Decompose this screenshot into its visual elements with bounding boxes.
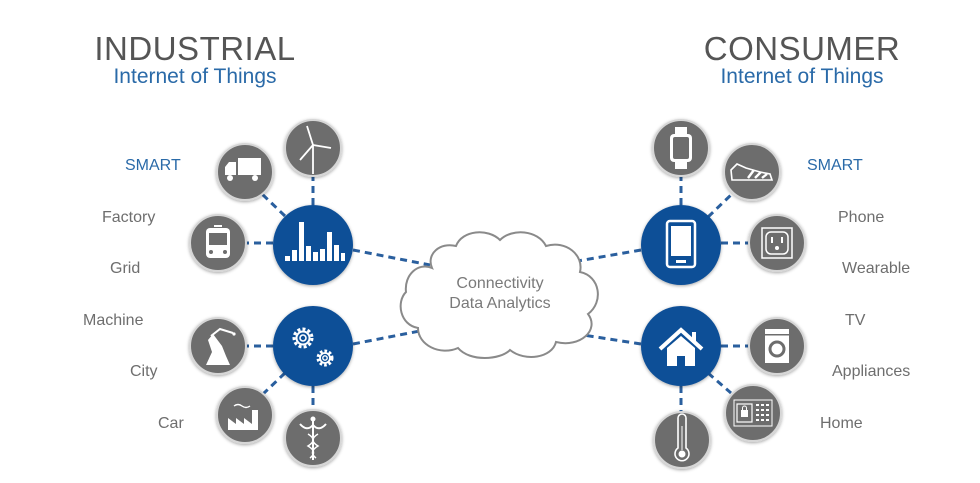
connector-gears-cloud	[352, 328, 426, 346]
cloud-shape	[399, 231, 599, 359]
industrial-label-city: City	[130, 363, 158, 380]
node-caduceus	[284, 409, 342, 467]
consumer-label-wearable: Wearable	[842, 260, 911, 277]
industrial-title: INDUSTRIAL	[94, 30, 296, 67]
node-smartwatch	[652, 119, 710, 177]
connector-chart-cloud	[352, 248, 431, 267]
smartwatch-icon	[670, 127, 692, 169]
wind-turbine-icon	[299, 125, 332, 174]
train-icon	[206, 225, 230, 258]
industrial-label-factory: Factory	[102, 209, 156, 226]
node-factory	[216, 386, 274, 444]
connector-house-safe	[707, 371, 732, 395]
bar-chart-icon	[285, 222, 345, 261]
connector-tablet-cloud	[571, 248, 642, 264]
node-thermometer	[653, 411, 711, 469]
consumer-label-phone: Phone	[838, 209, 885, 226]
node-train	[189, 214, 247, 272]
industrial-smart-label: SMART	[125, 157, 181, 174]
industrial-label-grid: Grid	[110, 260, 141, 277]
cloud-label-connectivity: Connectivity	[456, 275, 544, 292]
node-washing-machine	[748, 317, 806, 375]
consumer-smart-label: SMART	[807, 157, 863, 174]
node-safe	[724, 384, 782, 442]
node-power-outlet	[748, 214, 806, 272]
node-robot-arm	[189, 317, 247, 375]
node-sneaker	[723, 143, 781, 201]
connectors	[246, 176, 749, 412]
node-wind-turbine	[284, 119, 342, 177]
thermometer-icon	[674, 413, 690, 462]
caduceus-icon	[299, 416, 327, 460]
truck-icon	[225, 158, 261, 181]
connector-tablet-shoe	[706, 191, 735, 219]
factory-icon	[228, 403, 258, 430]
safe-icon	[733, 399, 773, 427]
gears-icon	[292, 327, 334, 367]
hub-tablet	[641, 205, 721, 285]
sneaker-icon	[730, 163, 774, 181]
consumer-label-appliances: Appliances	[832, 363, 911, 380]
industrial-subtitle: Internet of Things	[113, 65, 277, 88]
hub-house	[641, 306, 721, 386]
consumer-title: CONSUMER	[703, 30, 901, 67]
consumer-label-home: Home	[820, 415, 863, 432]
robot-arm-icon	[206, 327, 236, 365]
cloud-label-data-analytics: Data Analytics	[449, 295, 551, 312]
tablet-icon	[665, 219, 697, 269]
industrial-label-machine: Machine	[83, 312, 144, 329]
hub-gears	[273, 306, 353, 386]
hub-bar-chart	[273, 205, 353, 285]
connector-gears-factory	[261, 371, 287, 396]
consumer-subtitle: Internet of Things	[720, 65, 884, 88]
power-outlet-icon	[761, 227, 793, 259]
house-icon	[658, 327, 704, 366]
industrial-label-car: Car	[158, 415, 184, 432]
washing-machine-icon	[765, 329, 789, 363]
node-truck	[216, 143, 274, 201]
consumer-label-tv: TV	[845, 312, 866, 329]
connector-chart-truck	[260, 192, 287, 218]
